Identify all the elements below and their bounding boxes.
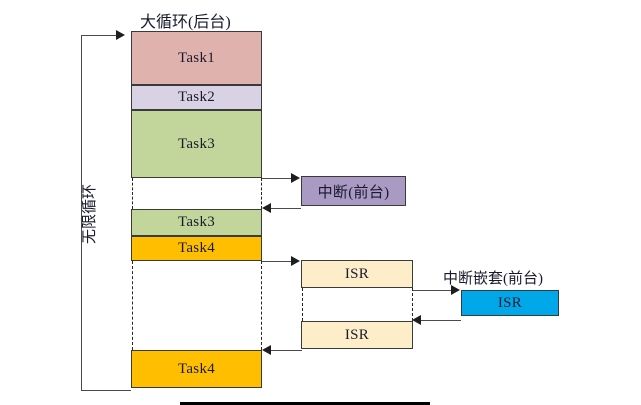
loop-bottom-line <box>81 390 131 391</box>
task4-block-first[interactable]: Task4 <box>131 236 262 261</box>
interrupt-out-line <box>262 178 293 179</box>
gap2-dash-left <box>132 261 133 350</box>
nested-return-arrowhead <box>412 315 421 325</box>
interrupt-return-arrowhead <box>262 203 271 213</box>
isr-gap-dash-left <box>302 288 303 321</box>
loop-arrow-head <box>116 30 125 40</box>
task1-block[interactable]: Task1 <box>131 31 262 85</box>
loop-arrow-top-line <box>81 35 118 36</box>
bottom-edge-artifact <box>180 402 430 405</box>
gap2-dash-right <box>261 261 262 350</box>
nested-return-line <box>416 320 461 321</box>
isr-return-arrowhead <box>262 345 271 355</box>
isr-return-line <box>265 350 302 351</box>
task3-block-second[interactable]: Task3 <box>131 209 262 236</box>
interrupt-out-arrowhead <box>291 173 300 183</box>
isr-gap-dash-right <box>412 288 413 321</box>
nested-interrupt-title: 中断嵌套(前台) <box>443 271 543 287</box>
task3-block-first[interactable]: Task3 <box>131 110 262 178</box>
task4-block-second[interactable]: Task4 <box>131 350 262 388</box>
task2-block[interactable]: Task2 <box>131 85 262 110</box>
gap1-dash-left <box>132 178 133 209</box>
gap1-dash-right <box>261 178 262 209</box>
interrupt-return-line <box>265 208 301 209</box>
interrupt-box[interactable]: 中断(前台) <box>301 176 406 206</box>
nested-out-arrowhead <box>451 285 460 295</box>
isr-box-second[interactable]: ISR <box>301 321 413 349</box>
isr-box-first[interactable]: ISR <box>301 260 413 288</box>
nested-isr-box[interactable]: ISR <box>461 290 559 316</box>
loop-left-line <box>81 35 82 391</box>
isr-out-line <box>262 261 293 262</box>
main-loop-title: 大循环(后台) <box>140 14 231 31</box>
nested-out-line <box>413 290 453 291</box>
isr-out-arrowhead <box>291 256 300 266</box>
